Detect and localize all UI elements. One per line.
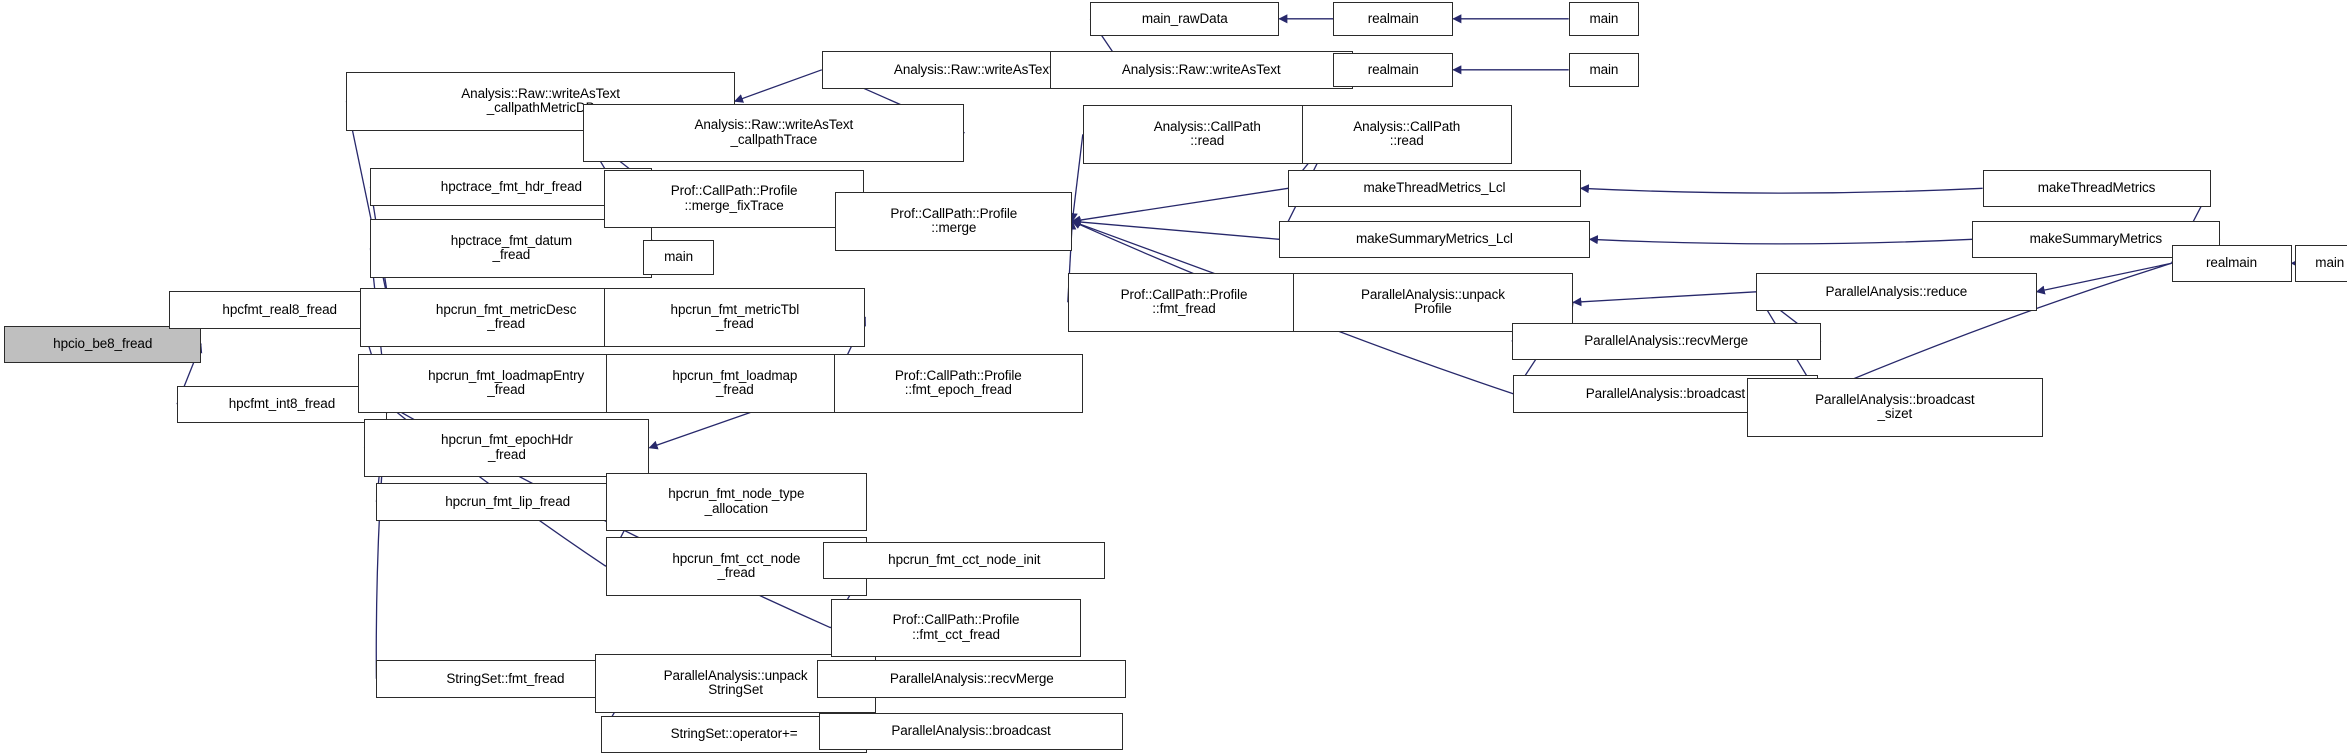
graph-node[interactable]: hpcrun_fmt_cct_node _fread — [605, 537, 867, 596]
graph-node[interactable]: ParallelAnalysis::unpack Profile — [1292, 273, 1574, 332]
graph-node[interactable]: hpcio_be8_fread — [4, 325, 201, 363]
graph-node[interactable]: ParallelAnalysis::broadcast — [818, 712, 1124, 750]
graph-node[interactable]: Prof::CallPath::Profile ::merge — [835, 192, 1073, 251]
graph-node-label: hpcrun_fmt_node_type _allocation — [668, 486, 805, 516]
graph-node[interactable]: hpcrun_fmt_metricTbl _fread — [604, 288, 866, 347]
graph-node-label: main — [2315, 255, 2345, 270]
graph-node[interactable]: hpcfmt_real8_fread — [169, 291, 390, 329]
graph-node-label: makeSummaryMetrics — [2029, 231, 2163, 246]
graph-node-label: ParallelAnalysis::broadcast — [891, 723, 1051, 738]
graph-node[interactable]: makeThreadMetrics_Lcl — [1288, 169, 1581, 207]
graph-node-label: hpcrun_fmt_metricDesc _fread — [435, 301, 577, 332]
graph-node-label: Analysis::Raw::writeAsText _callpathTrac… — [694, 117, 854, 147]
graph-node-label: Prof::CallPath::Profile ::fmt_epoch_frea… — [894, 367, 1022, 398]
graph-edge — [1071, 217, 1280, 240]
graph-node-label: StringSet::operator+= — [670, 726, 798, 741]
graph-edge — [1579, 184, 1983, 194]
graph-node[interactable]: hpcrun_fmt_node_type _allocation — [605, 472, 867, 531]
graph-node[interactable]: Prof::CallPath::Profile ::merge_fixTrace — [604, 169, 864, 228]
graph-node[interactable]: hpctrace_fmt_datum _fread — [370, 219, 653, 278]
graph-node[interactable]: main_rawData — [1090, 1, 1280, 36]
graph-node-label: hpcrun_fmt_lip_fread — [445, 493, 571, 509]
graph-edge — [1588, 235, 1973, 245]
graph-node-label: main — [1589, 10, 1619, 26]
graph-node[interactable]: makeThreadMetrics — [1982, 169, 2211, 207]
graph-node-label: Prof::CallPath::Profile ::fmt_cct_fread — [892, 612, 1020, 642]
graph-node-label: Analysis::Raw::writeAsText — [893, 61, 1053, 77]
graph-edge — [1068, 134, 1084, 223]
graph-node-label: main — [664, 249, 694, 264]
graph-node[interactable]: Analysis::Raw::writeAsText _callpathTrac… — [583, 103, 965, 162]
graph-node-label: Prof::CallPath::Profile ::merge_fixTrace — [670, 183, 798, 213]
graph-node-label: ParallelAnalysis::recvMerge — [889, 670, 1054, 686]
graph-node-label: hpcfmt_int8_fread — [228, 396, 336, 411]
graph-node-label: Prof::CallPath::Profile ::merge — [890, 205, 1018, 236]
graph-node-label: Prof::CallPath::Profile ::fmt_fread — [1120, 286, 1248, 317]
graph-node-label: hpcfmt_real8_fread — [222, 301, 337, 317]
graph-node-label: realmain — [2206, 255, 2257, 270]
graph-node[interactable]: ParallelAnalysis::recvMerge — [817, 660, 1127, 698]
graph-node-label: hpcrun_fmt_cct_node_init — [888, 552, 1041, 567]
graph-node[interactable]: Prof::CallPath::Profile ::fmt_epoch_frea… — [833, 354, 1083, 413]
graph-edge — [1572, 291, 1757, 307]
graph-node-label: realmain — [1367, 61, 1419, 77]
graph-node[interactable]: hpcrun_fmt_lip_fread — [376, 483, 639, 521]
graph-node-label: hpctrace_fmt_hdr_fread — [440, 178, 582, 194]
graph-node[interactable]: ParallelAnalysis::broadcast _sizet — [1747, 378, 2043, 437]
graph-node-label: realmain — [1367, 10, 1419, 26]
graph-node[interactable]: realmain — [2171, 244, 2292, 282]
graph-node-label: Analysis::Raw::writeAsText _callpathMetr… — [461, 85, 620, 116]
graph-node-label: hpctrace_fmt_datum _fread — [450, 232, 572, 263]
graph-node-label: Analysis::CallPath ::read — [1353, 118, 1461, 149]
graph-node-label: hpcrun_fmt_metricTbl _fread — [670, 301, 800, 332]
graph-node[interactable]: Analysis::CallPath ::read — [1301, 105, 1512, 164]
graph-node[interactable]: Analysis::Raw::writeAsText — [1049, 51, 1353, 89]
graph-node-label: ParallelAnalysis::unpack Profile — [1360, 286, 1505, 317]
graph-node[interactable]: hpcrun_fmt_epochHdr _fread — [364, 418, 650, 477]
graph-edge — [1071, 187, 1289, 225]
graph-node[interactable]: hpcfmt_int8_fread — [176, 385, 387, 423]
graph-node[interactable]: Prof::CallPath::Profile ::fmt_fread — [1067, 273, 1301, 332]
graph-node[interactable]: ParallelAnalysis::reduce — [1756, 273, 2037, 311]
graph-node[interactable]: ParallelAnalysis::recvMerge — [1511, 322, 1821, 360]
graph-node[interactable]: Analysis::CallPath ::read — [1082, 105, 1332, 164]
graph-node-label: makeSummaryMetrics_Lcl — [1356, 231, 1513, 246]
graph-node-label: hpcrun_fmt_loadmapEntry _fread — [428, 367, 585, 398]
graph-node-label: ParallelAnalysis::unpack StringSet — [663, 667, 808, 698]
graph-node-label: ParallelAnalysis::broadcast _sizet — [1815, 391, 1975, 422]
graph-node[interactable]: makeSummaryMetrics_Lcl — [1279, 220, 1590, 258]
graph-node[interactable]: hpcrun_fmt_metricDesc _fread — [359, 288, 653, 347]
graph-node-label: main — [1589, 61, 1619, 77]
graph-node-label: ParallelAnalysis::broadcast — [1585, 385, 1746, 401]
graph-edge — [345, 101, 393, 311]
graph-node-label: Analysis::Raw::writeAsText — [1121, 61, 1281, 77]
graph-node[interactable]: Prof::CallPath::Profile ::fmt_cct_fread — [830, 598, 1082, 657]
graph-node-label: ParallelAnalysis::recvMerge — [1584, 333, 1749, 348]
graph-node-label: hpcio_be8_fread — [53, 336, 153, 351]
graph-node[interactable]: StringSet::fmt_fread — [376, 660, 635, 698]
graph-node-label: hpcrun_fmt_epochHdr _fread — [441, 432, 573, 462]
graph-node[interactable]: realmain — [1333, 52, 1454, 87]
graph-node-label: makeThreadMetrics — [2037, 180, 2156, 195]
graph-node[interactable]: hpcrun_fmt_loadmapEntry _fread — [358, 354, 654, 413]
graph-node[interactable]: main — [1568, 1, 1640, 36]
graph-node[interactable]: hpcrun_fmt_cct_node_init — [823, 541, 1106, 579]
graph-node-label: makeThreadMetrics_Lcl — [1363, 180, 1506, 195]
graph-node-label: ParallelAnalysis::reduce — [1825, 283, 1968, 299]
graph-node[interactable]: main — [2294, 244, 2347, 282]
graph-node-label: hpcrun_fmt_loadmap _fread — [672, 367, 798, 398]
graph-edge — [2035, 262, 2172, 295]
graph-node-label: Analysis::CallPath ::read — [1153, 118, 1261, 149]
graph-node[interactable]: hpcrun_fmt_loadmap _fread — [605, 354, 864, 413]
graph-node-label: main_rawData — [1141, 10, 1228, 26]
graph-node[interactable]: main — [1568, 52, 1640, 87]
graph-node-label: StringSet::fmt_fread — [446, 670, 565, 686]
graph-node[interactable]: main — [643, 240, 714, 275]
graph-node[interactable]: realmain — [1333, 1, 1454, 36]
graph-node-label: hpcrun_fmt_cct_node _fread — [672, 550, 801, 581]
graph-edge — [733, 69, 823, 103]
